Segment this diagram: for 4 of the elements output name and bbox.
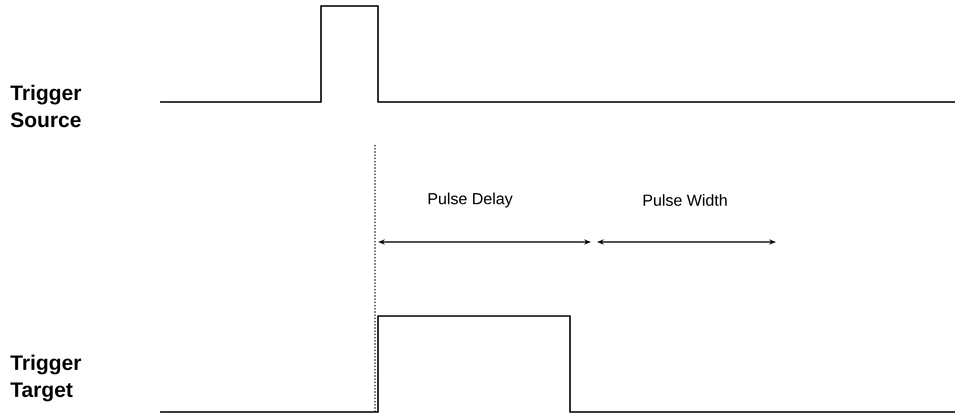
signal-label: Trigger Source [10,84,82,128]
dimension-label: Pulse Delay [428,192,513,208]
signal-label: Trigger Target [10,354,82,402]
dimension-label: Pulse Width [644,194,727,206]
